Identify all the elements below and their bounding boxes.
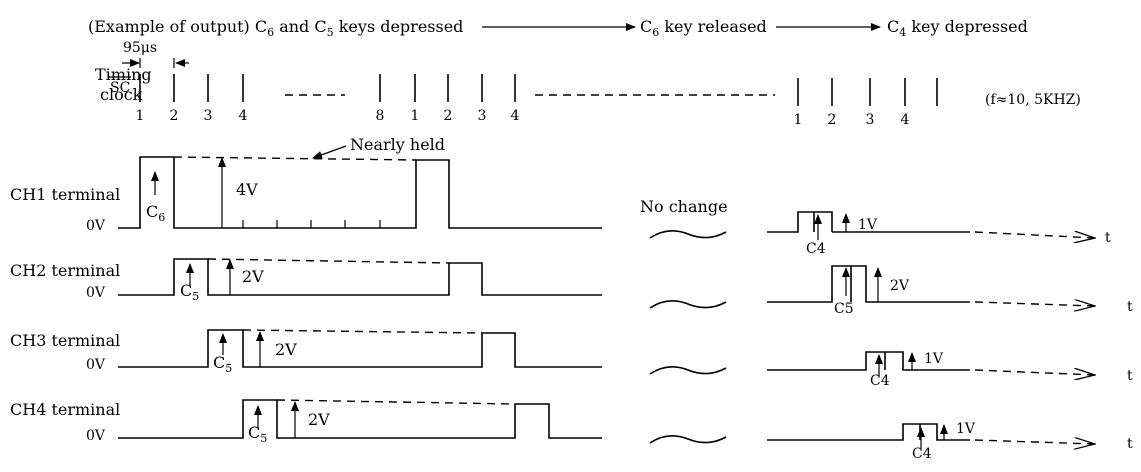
ch3-axis-t: t [1127, 368, 1133, 384]
ch3-later-volt: 1V [924, 351, 944, 367]
clock-pulses-2: 8 1 2 3 4 [376, 74, 520, 124]
header-c6-released: C6 key released [640, 17, 767, 39]
ch2-axis-t: t [1127, 299, 1133, 315]
clock-pulses-3: 1 2 3 4 [794, 78, 938, 128]
tick-1c: 1 [794, 112, 803, 128]
no-change-label: No change [640, 197, 728, 216]
ch4-zero-label: 0V [86, 428, 106, 444]
ch1-later-volt: 1V [858, 217, 878, 233]
header-prefix: (Example of output) C6 and C5 keys depre… [88, 17, 463, 39]
ch1-sample-ticks [242, 220, 381, 228]
tick-2c: 2 [828, 112, 837, 128]
tick-4b: 4 [511, 108, 520, 124]
ch1-waveform [118, 156, 602, 229]
timing-label-2: clock [100, 85, 143, 104]
ch4-axis-arrow [974, 440, 1095, 444]
ch2-volt: 2V [242, 267, 264, 286]
ch2-later-volt: 2V [890, 278, 910, 294]
ch3-later-key: C4 [870, 373, 890, 389]
channel-ch4: CH4 terminal 0V C5 2V C4 1V t [10, 399, 1133, 462]
ch2-axis-arrow [974, 302, 1095, 306]
ch4-held-line [276, 399, 516, 405]
ch4-axis-t: t [1127, 436, 1133, 452]
ch4-no-change-wave [649, 435, 727, 444]
ch3-no-change-wave [649, 366, 727, 375]
tick-1b: 1 [411, 108, 420, 124]
ch1-held-line [173, 156, 417, 161]
ch3-axis-arrow [974, 370, 1095, 375]
nearly-held-arrow [312, 145, 347, 159]
ch1-later-key: C4 [806, 241, 826, 257]
tick-2: 2 [170, 108, 179, 124]
signal-sc: SC [110, 80, 130, 96]
ch4-volt: 2V [308, 410, 330, 429]
ch4-label: CH4 terminal [10, 400, 120, 419]
ch2-waveform [118, 258, 602, 296]
ch1-axis-arrow [974, 232, 1095, 238]
ch1-zero-label: 0V [86, 218, 106, 234]
ch3-label: CH3 terminal [10, 331, 120, 350]
channel-ch1: CH1 terminal 0V C6 4V No change C4 1V t [10, 156, 1111, 257]
ch1-axis-t: t [1105, 230, 1111, 246]
header-c4-depressed: C4 key depressed [887, 17, 1028, 39]
ch4-waveform [118, 399, 602, 439]
tick-4c: 4 [901, 112, 910, 128]
ch2-label: CH2 terminal [10, 261, 120, 280]
channel-ch3: CH3 terminal 0V C5 2V C4 1V t [10, 329, 1133, 389]
ch4-later-key: C4 [912, 446, 932, 462]
ch3-volt: 2V [275, 340, 297, 359]
ch2-later-key: C5 [834, 301, 854, 317]
timing-clock: 95μs Timing clock SC 1 2 3 4 8 1 2 [95, 40, 1081, 128]
ch1-volt: 4V [236, 180, 258, 199]
tick-3c: 3 [866, 112, 875, 128]
header: (Example of output) C6 and C5 keys depre… [88, 17, 1028, 39]
tick-1: 1 [136, 108, 145, 124]
ch4-later-pulse [767, 423, 970, 441]
ch1-label: CH1 terminal [10, 185, 120, 204]
ch3-waveform [118, 329, 602, 368]
tick-3b: 3 [478, 108, 487, 124]
ch4-later-volt: 1V [956, 421, 976, 437]
timing-label-1: Timing [95, 65, 152, 84]
interval-label: 95μs [123, 40, 157, 56]
clock-pulses-1: 1 2 3 4 [136, 74, 248, 124]
ch1-key: C6 [146, 202, 165, 224]
ch2-no-change-wave [649, 300, 727, 309]
channel-ch2: CH2 terminal 0V C5 2V C5 2V t [10, 258, 1133, 317]
ch2-key: C5 [180, 281, 199, 303]
tick-4: 4 [239, 108, 248, 124]
ch2-held-line [207, 258, 450, 264]
tick-8: 8 [376, 108, 385, 124]
ch3-zero-label: 0V [86, 357, 106, 373]
ch2-zero-label: 0V [86, 285, 106, 301]
ch2-later-pulse [767, 265, 970, 303]
ch4-key: C5 [248, 423, 267, 445]
ch3-held-line [242, 329, 483, 334]
nearly-held-label: Nearly held [350, 135, 445, 154]
ch3-key: C5 [213, 353, 232, 375]
tick-2b: 2 [444, 108, 453, 124]
tick-3: 3 [204, 108, 213, 124]
frequency-note: (f≈10, 5KHZ) [985, 92, 1081, 108]
ch1-no-change-wave [649, 230, 727, 239]
